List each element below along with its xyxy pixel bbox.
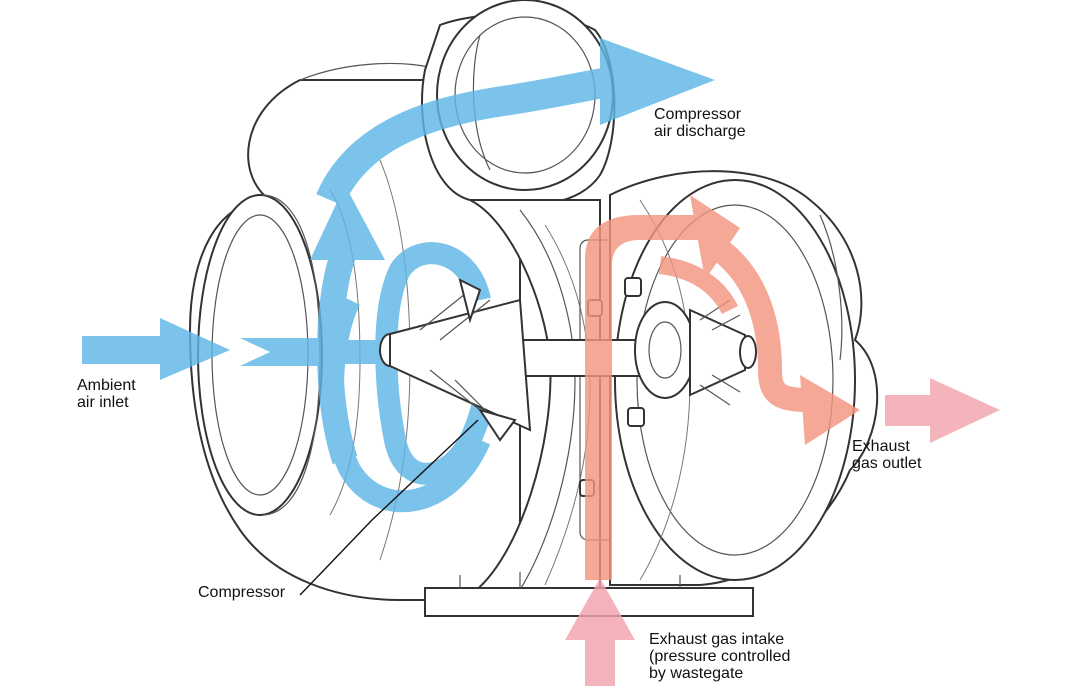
shaft-assembly: [379, 278, 757, 442]
label-compressor-air-discharge: Compressor air discharge: [654, 106, 746, 140]
label-line: Compressor: [198, 584, 286, 601]
label-line: gas outlet: [852, 455, 922, 472]
label-line: air inlet: [77, 394, 129, 411]
label-line: Compressor: [654, 106, 742, 123]
label-line: Exhaust: [852, 438, 910, 455]
label-exhaust-gas-outlet: Exhaust gas outlet: [852, 438, 921, 472]
compressor-leader-line: [299, 419, 479, 596]
label-line: by wastegate: [649, 665, 744, 682]
hot-gas-flow: [565, 195, 1000, 686]
label-line: (pressure controlled: [649, 648, 791, 665]
label-line: air discharge: [654, 123, 746, 140]
label-ambient-air-inlet: Ambient air inlet: [77, 377, 136, 411]
label-line: Exhaust gas intake: [649, 631, 785, 648]
label-line: Ambient: [77, 377, 136, 394]
label-compressor: Compressor: [198, 584, 285, 601]
label-exhaust-gas-intake: Exhaust gas intake (pressure controlled …: [649, 631, 790, 682]
